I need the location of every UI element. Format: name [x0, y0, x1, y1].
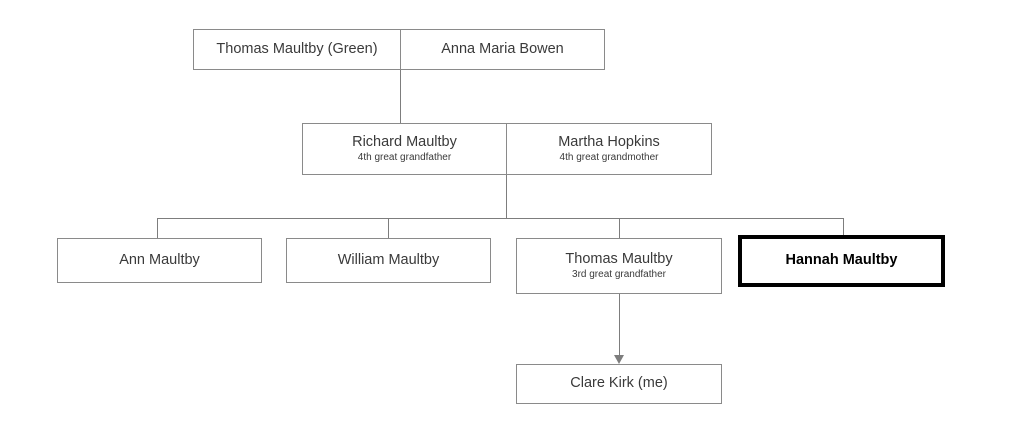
connector-sibling-bus [157, 218, 844, 219]
node-title: Richard Maultby [352, 133, 457, 150]
node-title: Clare Kirk (me) [570, 375, 668, 392]
node-title: Hannah Maultby [785, 252, 898, 269]
node-william-maultby[interactable]: William Maultby [286, 238, 491, 283]
node-richard-maultby[interactable]: Richard Maultby 4th great grandfather [302, 123, 507, 175]
arrow-head-icon [614, 355, 624, 364]
node-title: Ann Maultby [119, 251, 200, 268]
node-title: Thomas Maultby (Green) [216, 40, 378, 57]
connector-drop-thomas [619, 218, 620, 238]
node-clare-kirk[interactable]: Clare Kirk (me) [516, 364, 722, 404]
connector-drop-hannah [843, 218, 844, 238]
node-martha-hopkins[interactable]: Martha Hopkins 4th great grandmother [506, 123, 712, 175]
node-subtitle: 4th great grandmother [559, 152, 659, 164]
node-title: William Maultby [337, 251, 440, 268]
node-title: Anna Maria Bowen [441, 40, 564, 57]
node-title: Thomas Maultby [565, 250, 673, 267]
node-anna-maria-bowen[interactable]: Anna Maria Bowen [400, 29, 605, 70]
node-hannah-maultby[interactable]: Hannah Maultby [738, 235, 945, 287]
node-ann-maultby[interactable]: Ann Maultby [57, 238, 262, 283]
node-subtitle: 4th great grandfather [357, 152, 452, 164]
connector-drop-ann [157, 218, 158, 238]
node-thomas-maultby[interactable]: Thomas Maultby 3rd great grandfather [516, 238, 722, 294]
connector-gen1-to-gen2 [400, 70, 401, 123]
node-subtitle: 3rd great grandfather [572, 269, 666, 281]
connector-thomas-to-clare [619, 294, 620, 356]
connector-drop-william [388, 218, 389, 238]
connector-gen2-stem [506, 175, 507, 219]
node-title: Martha Hopkins [558, 133, 660, 150]
node-thomas-maultby-green[interactable]: Thomas Maultby (Green) [193, 29, 401, 70]
